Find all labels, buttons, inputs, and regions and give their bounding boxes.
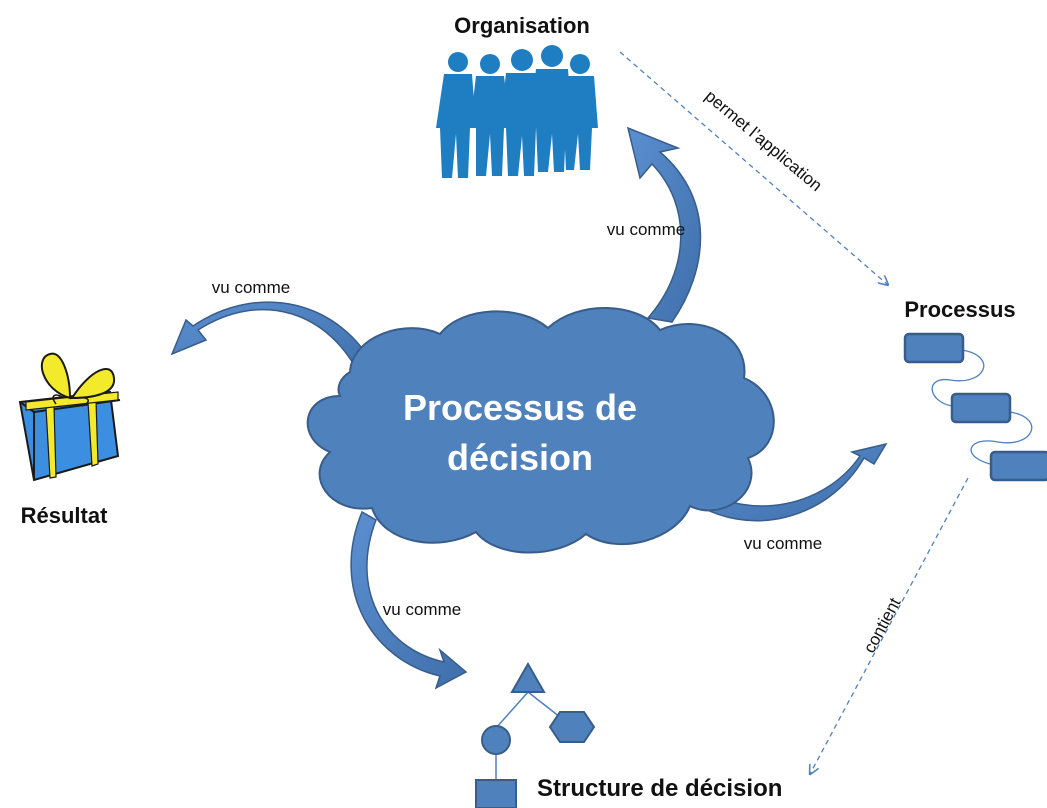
edge-label-contient: contient <box>860 594 905 656</box>
arrow-to-structure <box>350 510 468 690</box>
cloud-title-line1: Processus de <box>403 387 637 428</box>
decision-cloud: Processus de décision <box>306 307 775 554</box>
contient-connector <box>810 477 969 774</box>
gift-box-icon <box>18 352 121 482</box>
process-flow-icon <box>903 332 1047 482</box>
cloud-title-line2: décision <box>447 437 593 478</box>
structure-label: Structure de décision <box>537 775 782 802</box>
arrow-to-resultat <box>170 301 377 382</box>
resultat-label: Résultat <box>21 503 108 528</box>
arrow-to-organisation <box>626 126 702 323</box>
processus-label: Processus <box>904 297 1015 322</box>
edge-label-vu-comme-organisation: vu comme <box>607 220 685 239</box>
people-group-icon <box>436 45 598 178</box>
edge-label-vu-comme-processus: vu comme <box>744 534 822 553</box>
arrow-to-processus <box>688 442 888 522</box>
edge-label-vu-comme-structure: vu comme <box>383 600 461 619</box>
edge-label-vu-comme-resultat: vu comme <box>212 278 290 297</box>
edge-label-permet: permet l’application <box>701 86 825 195</box>
decision-tree-icon <box>475 661 596 808</box>
organisation-label: Organisation <box>454 13 590 38</box>
